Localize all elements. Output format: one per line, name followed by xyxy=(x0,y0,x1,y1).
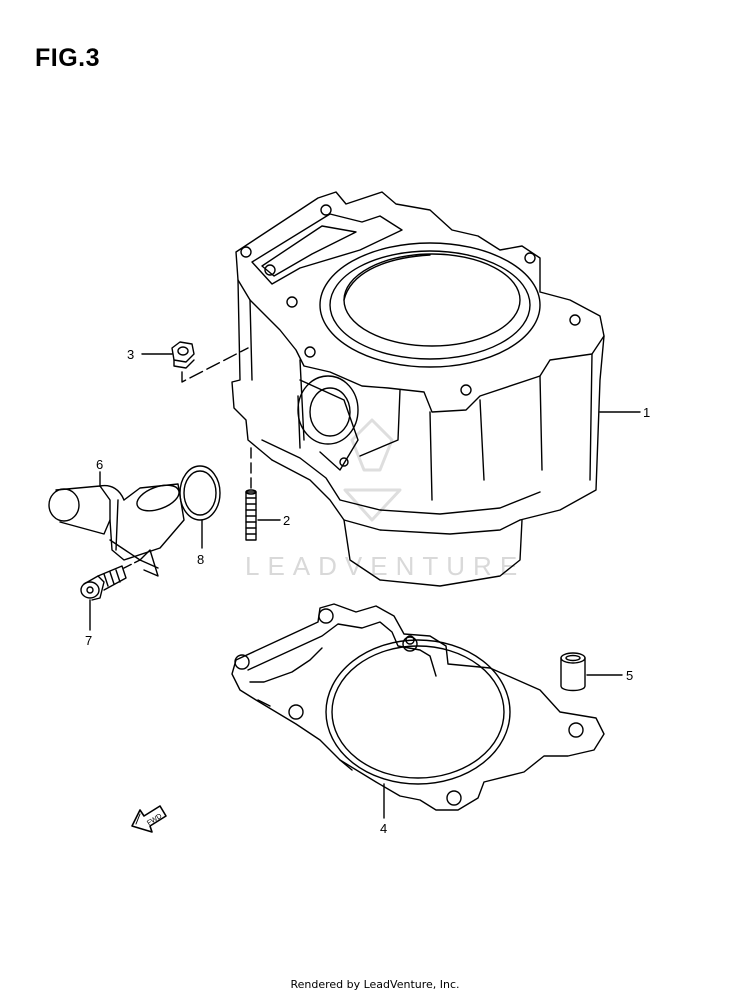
fwd-arrow-label: FWD xyxy=(146,813,163,827)
cylinder-part[interactable] xyxy=(231,191,605,587)
dowel-pin-part[interactable] xyxy=(560,652,586,692)
callout-2[interactable]: 2 xyxy=(283,513,290,528)
callout-8[interactable]: 8 xyxy=(197,552,204,567)
assembly-line-7 xyxy=(123,559,141,569)
callout-7[interactable]: 7 xyxy=(85,633,92,648)
callout-1[interactable]: 1 xyxy=(643,405,650,420)
cylinder-gasket-part[interactable] xyxy=(231,603,605,811)
fwd-arrow-icon: FWD xyxy=(131,805,167,833)
figure-title: FIG.3 xyxy=(35,44,101,72)
watermark-text: LEADVENTURE xyxy=(245,551,525,581)
assembly-line-3 xyxy=(181,347,249,383)
callout-5[interactable]: 5 xyxy=(626,668,633,683)
watermark: LEADVENTURE xyxy=(245,418,525,581)
callout-4[interactable]: 4 xyxy=(380,821,387,836)
stud-bolt-part[interactable] xyxy=(245,489,257,541)
callout-6[interactable]: 6 xyxy=(96,457,103,472)
water-elbow-part[interactable] xyxy=(48,480,185,577)
nut-part[interactable] xyxy=(171,341,195,369)
footer-credit: Rendered by LeadVenture, Inc. xyxy=(290,978,460,991)
callout-3[interactable]: 3 xyxy=(127,347,134,362)
bolt-part[interactable] xyxy=(80,565,127,601)
o-ring-part[interactable] xyxy=(179,465,221,521)
